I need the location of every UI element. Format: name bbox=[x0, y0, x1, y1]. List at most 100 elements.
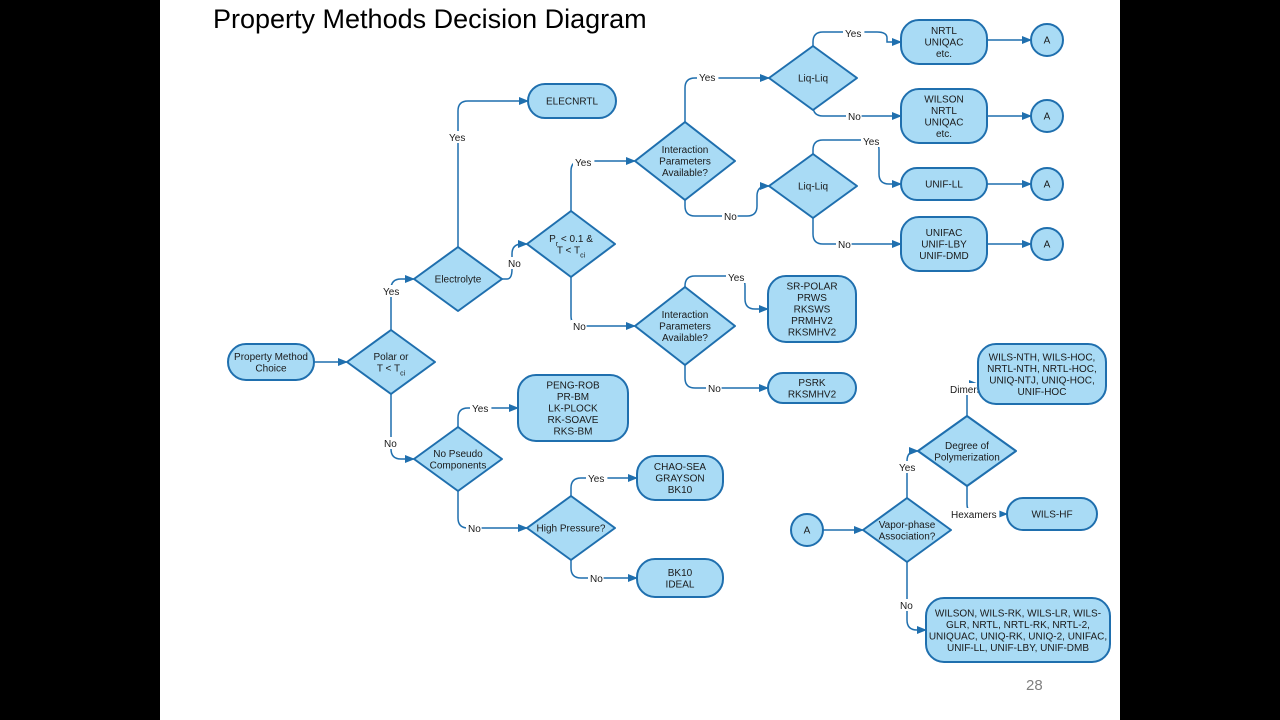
edge-label-bg bbox=[897, 461, 919, 473]
edge-label-yes: Yes bbox=[863, 137, 879, 148]
connector-circle bbox=[790, 513, 824, 547]
edge-label-bg bbox=[722, 210, 738, 222]
connector-elec-elecnrtl bbox=[457, 97, 529, 247]
process-box bbox=[900, 167, 988, 201]
edge-label-no: No bbox=[468, 524, 481, 535]
decision-diamond bbox=[413, 246, 503, 312]
node-label-line: NRTL bbox=[931, 106, 957, 117]
node-label-line: WILS-HF bbox=[1031, 510, 1072, 521]
edge-label-bg bbox=[381, 285, 403, 297]
node-label-line: Electrolyte bbox=[435, 275, 482, 286]
process-box bbox=[900, 88, 988, 144]
node-label-line: etc. bbox=[936, 129, 952, 140]
node-label-line: T < Tci bbox=[377, 363, 406, 377]
node-label-line: Property Method bbox=[234, 352, 308, 363]
node-a3: A bbox=[1030, 167, 1064, 201]
edge-label-yes: Yes bbox=[728, 273, 744, 284]
connector-polar-nopseudo bbox=[390, 394, 415, 463]
node-polar: Polar orT < Tci bbox=[346, 329, 436, 395]
connector-highp-chao bbox=[570, 474, 638, 496]
node-label-line: UNIF-LL bbox=[925, 180, 963, 191]
connector-circle bbox=[1030, 99, 1064, 133]
node-label-line: UNIF-LBY bbox=[921, 240, 967, 251]
connector-int2-psrk bbox=[684, 365, 769, 392]
process-box bbox=[925, 597, 1111, 663]
node-wils-nth: WILS-NTH, WILS-HOC,NRTL-NTH, NRTL-HOC,UN… bbox=[977, 343, 1107, 405]
node-label-line: NRTL bbox=[931, 26, 957, 37]
connector-circle bbox=[1030, 23, 1064, 57]
node-label-line: No Pseudo bbox=[433, 449, 483, 460]
edge-label-bg bbox=[697, 71, 719, 83]
edge-label-bg bbox=[447, 131, 469, 143]
node-label-line: RKSMHV2 bbox=[788, 389, 837, 400]
process-box bbox=[900, 216, 988, 272]
node-label-line: WILSON bbox=[924, 94, 963, 105]
node-label-line: UNIQUAC, UNIQ-RK, UNIQ-2, UNIFAC, bbox=[929, 631, 1107, 642]
decision-diamond bbox=[768, 153, 858, 219]
node-label-line: High Pressure? bbox=[537, 524, 606, 535]
connector-vapor-degree bbox=[906, 447, 919, 498]
edge-label-bg bbox=[846, 110, 862, 122]
node-label-line: A bbox=[1044, 240, 1051, 251]
node-label-line: PR-BM bbox=[557, 392, 589, 403]
node-liqliq1: Liq-Liq bbox=[768, 45, 858, 111]
node-label-line: PRWS bbox=[797, 293, 827, 304]
connector-prtr-int2 bbox=[570, 277, 636, 330]
node-label-line: LK-PLOCK bbox=[548, 404, 598, 415]
connector-liq2-unifac bbox=[812, 218, 902, 248]
process-box bbox=[977, 343, 1107, 405]
decision-diamond bbox=[634, 121, 736, 201]
node-label-line: Interaction bbox=[662, 310, 709, 321]
node-high-pressure: High Pressure? bbox=[526, 495, 616, 561]
decision-diamond bbox=[634, 286, 736, 366]
edge-label-yes: Yes bbox=[383, 287, 399, 298]
edge-label-bg bbox=[706, 382, 722, 394]
connector-int1-liqliq1 bbox=[684, 74, 770, 122]
node-label-line: A bbox=[804, 526, 811, 537]
node-label-line: RKSWS bbox=[794, 305, 831, 316]
node-a1: A bbox=[1030, 23, 1064, 57]
node-label-line: Degree of bbox=[945, 441, 989, 452]
decision-diamond bbox=[346, 329, 436, 395]
edge-label-bg bbox=[382, 437, 398, 449]
node-label-line: Interaction bbox=[662, 145, 709, 156]
node-label-line: Liq-Liq bbox=[798, 182, 828, 193]
edge-label-no: No bbox=[900, 601, 913, 612]
node-label-line: Parameters bbox=[659, 322, 711, 333]
node-label-line: Available? bbox=[662, 168, 708, 179]
process-box bbox=[636, 455, 724, 501]
node-label-line: PRMHV2 bbox=[791, 316, 833, 327]
decision-diamond bbox=[526, 495, 616, 561]
decision-diamond bbox=[768, 45, 858, 111]
process-box bbox=[767, 372, 857, 404]
edge-label-bg bbox=[726, 271, 748, 283]
node-a2: A bbox=[1030, 99, 1064, 133]
node-label-line: UNIFAC bbox=[926, 228, 963, 239]
node-label-line: Vapor-phase bbox=[879, 520, 936, 531]
node-label-line: WILSON, WILS-RK, WILS-LR, WILS- bbox=[935, 608, 1101, 619]
node-wils-hf: WILS-HF bbox=[1006, 497, 1098, 531]
edge-label-bg bbox=[470, 402, 492, 414]
edge-label-bg bbox=[861, 135, 883, 147]
node-label-line: A bbox=[1044, 36, 1051, 47]
edge-label-bg bbox=[898, 599, 914, 611]
node-label-line: PENG-ROB bbox=[546, 381, 600, 392]
edge-label-no: No bbox=[590, 574, 603, 585]
node-label-line: UNIF-LL, UNIF-LBY, UNIF-DMB bbox=[947, 643, 1089, 654]
edge-label-no: No bbox=[708, 384, 721, 395]
node-label-line: A bbox=[1044, 180, 1051, 191]
node-pr-tr: Pr < 0.1 &T < Tci bbox=[526, 210, 616, 278]
node-label-line: BK10 bbox=[668, 485, 693, 496]
edge-label-bg bbox=[506, 257, 522, 269]
node-label-line: Available? bbox=[662, 333, 708, 344]
node-a-start: A bbox=[790, 513, 824, 547]
node-label-line: Polymerization bbox=[934, 452, 1000, 463]
node-label-line: UNIF-DMD bbox=[919, 251, 968, 262]
node-label-line: NRTL-NTH, NRTL-HOC, bbox=[987, 364, 1097, 375]
